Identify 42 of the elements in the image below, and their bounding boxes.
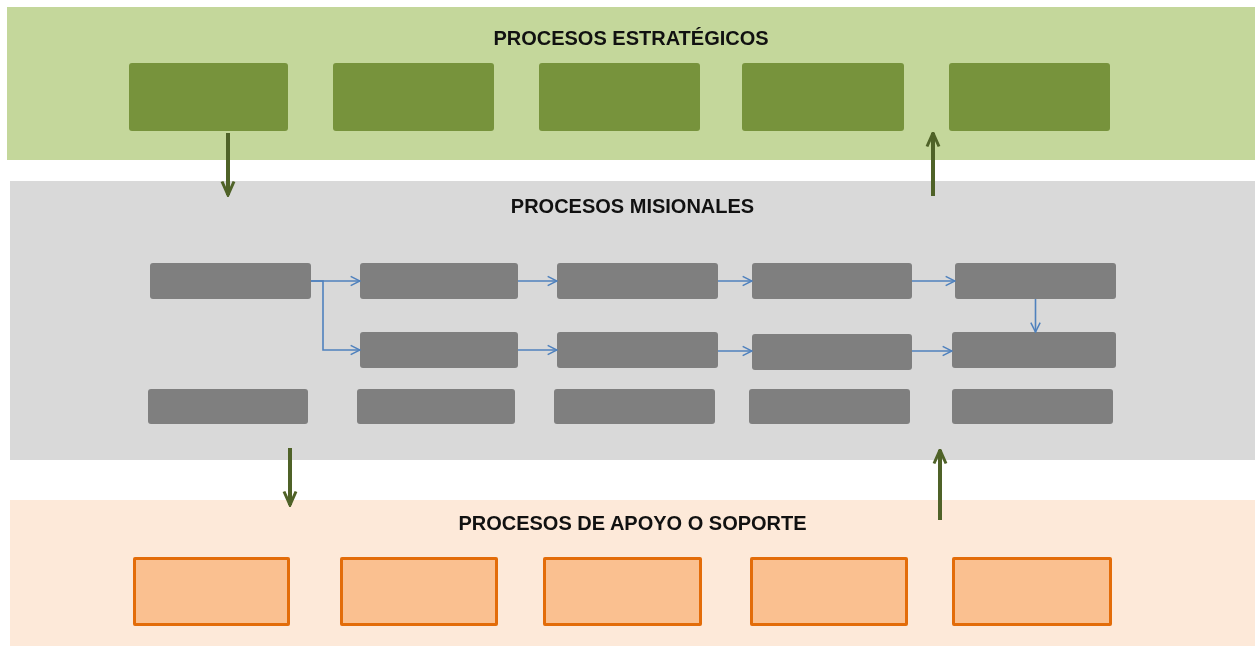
arrow	[717, 275, 753, 287]
process-box	[340, 557, 498, 626]
arrow	[220, 133, 236, 197]
process-box	[952, 557, 1112, 626]
process-box	[360, 263, 518, 299]
arrow	[1030, 298, 1041, 333]
process-box	[357, 389, 515, 424]
process-band	[10, 181, 1255, 460]
arrow	[310, 280, 361, 356]
process-box	[752, 263, 912, 299]
band-title: PROCESOS DE APOYO O SOPORTE	[457, 512, 808, 535]
arrow	[925, 131, 941, 196]
process-box	[133, 557, 290, 626]
process-box	[148, 389, 308, 424]
process-box	[742, 63, 904, 131]
arrow	[517, 275, 558, 287]
process-box	[750, 557, 908, 626]
process-box	[749, 389, 910, 424]
process-box	[557, 332, 718, 368]
band-title: PROCESOS MISIONALES	[509, 195, 756, 218]
process-box	[150, 263, 311, 299]
process-box	[539, 63, 700, 131]
process-box	[955, 263, 1116, 299]
process-band	[10, 500, 1255, 646]
process-box	[360, 332, 518, 368]
arrow	[911, 275, 956, 287]
process-box	[129, 63, 288, 131]
arrow	[717, 345, 753, 357]
arrow	[911, 345, 953, 357]
process-box	[557, 263, 718, 299]
process-box	[752, 334, 912, 370]
process-box	[952, 389, 1113, 424]
process-box	[949, 63, 1110, 131]
band-title: PROCESOS ESTRATÉGICOS	[492, 27, 770, 50]
process-box	[543, 557, 702, 626]
process-band	[7, 7, 1255, 160]
arrow	[282, 448, 298, 507]
arrow	[932, 448, 948, 520]
process-box	[333, 63, 494, 131]
arrow	[517, 344, 558, 356]
process-box	[952, 332, 1116, 368]
process-box	[554, 389, 715, 424]
